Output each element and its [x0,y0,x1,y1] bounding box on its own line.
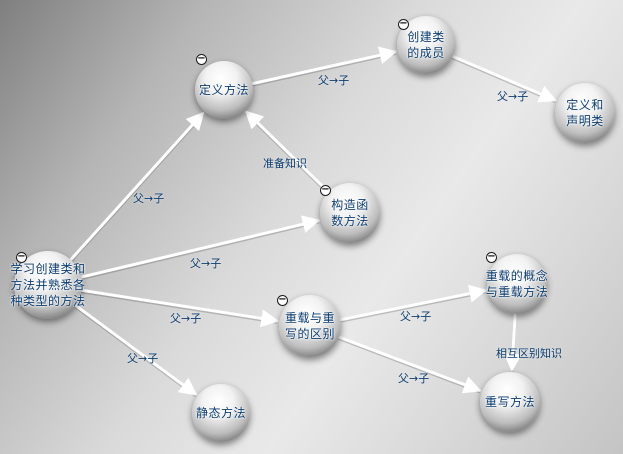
edge-label: 准备知识 [263,157,307,170]
edge-label: 父→子 [318,74,350,87]
node-root-learn-classes-methods[interactable]: − 学习创建类和 方法并熟悉各 种类型的方法 [11,251,85,319]
node-label: 重载与重 写的区别 [284,311,335,341]
edge-label: 父→子 [133,192,165,205]
edge-arrow [335,334,482,394]
edge-arrow [449,53,558,103]
edge-arrow [77,215,321,280]
edge-arrow [244,110,332,196]
edge-arrow [78,288,280,328]
node-label: 构造函 数方法 [331,198,369,228]
node-static-method[interactable]: 静态方法 [192,384,250,442]
node-label: 定义和 声明类 [566,98,604,128]
collapse-icon[interactable]: − [398,18,409,30]
edge-label: 父→子 [400,310,432,323]
node-label: 创建类 的成员 [407,30,445,60]
edge-label: 父→子 [398,372,430,385]
edge-label: 父→子 [190,257,222,270]
edge-arrow [71,301,198,396]
edge-label: 父→子 [497,90,529,103]
collapse-icon[interactable]: − [277,294,288,306]
node-constructor-method[interactable]: − 构造函 数方法 [320,183,380,243]
edge-label: 父→子 [127,352,159,365]
edge-label: 相互区别知识 [496,347,562,360]
collapse-icon[interactable]: − [16,251,27,263]
node-label: 学习创建类和 方法并熟悉各 种类型的方法 [10,262,86,308]
edge-label: 父→子 [170,312,202,325]
edge-arrow [249,46,398,86]
collapse-icon[interactable]: − [486,251,497,263]
edge-arrow [67,111,205,264]
node-define-method[interactable]: − 定义方法 [195,54,253,119]
node-define-declare-class[interactable]: 定义和 声明类 [555,83,615,143]
node-label: 静态方法 [195,406,246,420]
node-overload-concept[interactable]: − 重载的概念 与重载方法 [485,251,549,314]
node-label: 定义方法 [198,83,249,97]
collapse-icon[interactable]: − [320,184,331,196]
collapse-icon[interactable]: − [196,53,207,65]
node-overload-vs-override[interactable]: − 重载与重 写的区别 [277,294,341,357]
node-label: 重载的概念 与重载方法 [485,269,549,299]
edge-arrow [503,310,522,372]
node-label: 重写方法 [484,395,535,409]
node-class-member[interactable]: − 创建类 的成员 [397,16,455,74]
edge-arrow [337,284,488,322]
node-override-method[interactable]: 重写方法 [480,372,540,432]
